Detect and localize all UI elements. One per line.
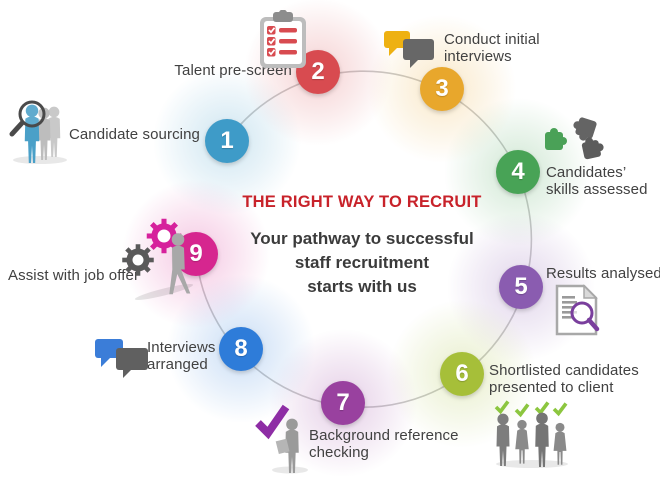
subtitle-line-2: staff recruitment bbox=[294, 252, 430, 272]
step-label-4: Candidates’ skills assessed bbox=[546, 164, 648, 199]
step-label-1: Candidate sourcing bbox=[68, 126, 200, 143]
document-magnifier-icon bbox=[555, 284, 600, 336]
step-circle-7: 7 bbox=[321, 381, 365, 425]
diagram-subtitle: Your pathway to successful staff recruit… bbox=[222, 227, 502, 298]
chat-bubbles-icon bbox=[384, 31, 434, 68]
checklist-clipboard-icon bbox=[260, 10, 306, 68]
diagram-title: THE RIGHT WAY TO RECRUIT bbox=[242, 193, 482, 211]
step-number-9: 9 bbox=[189, 240, 203, 267]
step-circle-4: 4 bbox=[496, 150, 540, 194]
step-label-8: Interviews arranged bbox=[147, 339, 216, 374]
step-circle-8: 8 bbox=[219, 327, 263, 371]
step-circle-6: 6 bbox=[440, 352, 484, 396]
step-number-6: 6 bbox=[455, 360, 469, 387]
step-label-9: Assist with job offer bbox=[8, 267, 140, 284]
step-label-7: Background reference checking bbox=[309, 427, 459, 462]
step-number-4: 4 bbox=[511, 158, 525, 185]
step-number-8: 8 bbox=[234, 335, 248, 362]
step-label-5: Results analysed bbox=[546, 265, 660, 282]
step-number-5: 5 bbox=[514, 273, 528, 300]
gears-person-icon bbox=[122, 218, 194, 301]
step-number-2: 2 bbox=[311, 58, 325, 85]
checkmark-person-icon bbox=[255, 404, 308, 474]
candidate-sourcing-magnifier-people-icon bbox=[9, 100, 67, 164]
step-label-6: Shortlisted candidates presented to clie… bbox=[489, 362, 639, 397]
chat-bubbles-icon bbox=[95, 339, 148, 378]
step-label-3: Conduct initial interviews bbox=[444, 31, 540, 66]
step-circle-3: 3 bbox=[420, 67, 464, 111]
subtitle-line-3: starts with us bbox=[307, 276, 417, 296]
step-circle-1: 1 bbox=[205, 119, 249, 163]
step-number-7: 7 bbox=[336, 389, 350, 416]
people-checkmarks-icon bbox=[494, 400, 568, 468]
step-circle-5: 5 bbox=[499, 265, 543, 309]
step-number-1: 1 bbox=[220, 127, 234, 154]
subtitle-line-1: Your pathway to successful bbox=[250, 229, 474, 248]
puzzle-pieces-icon bbox=[545, 117, 604, 160]
step-number-3: 3 bbox=[435, 75, 449, 102]
